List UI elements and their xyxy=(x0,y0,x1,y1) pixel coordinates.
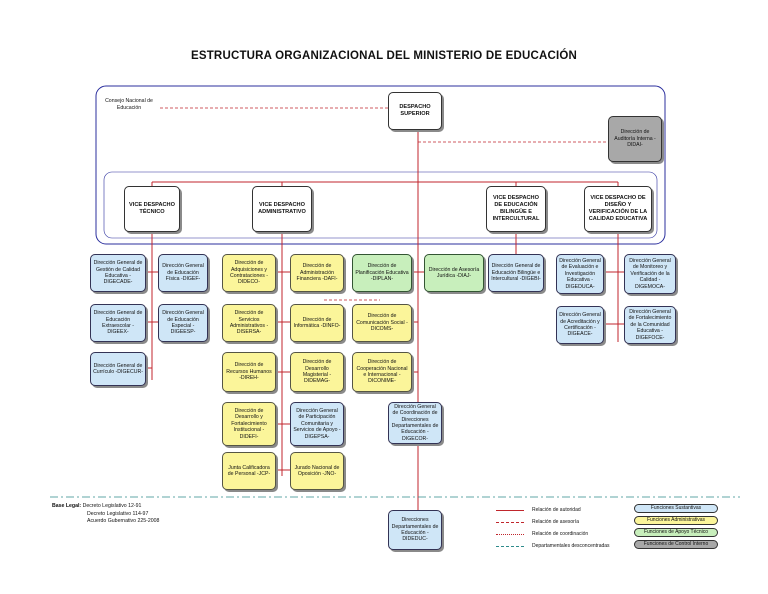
legend-pill-apoyo: Funciones de Apoyo Técnico xyxy=(634,528,718,537)
org-unit-digeduca: Dirección General de Evaluación e Invest… xyxy=(556,254,604,294)
org-unit-digecur: Dirección General de Currículo -DIGECUR- xyxy=(90,352,146,386)
org-unit-dafi: Dirección de Administración Financiera -… xyxy=(290,254,344,292)
legend-label-authority: Relación de autoridad xyxy=(532,507,581,513)
org-unit-vice-diseno: VICE DESPACHO DE DISEÑO Y VERIFICACIÓN D… xyxy=(584,186,652,232)
legal-line: Decreto Legislativo 12-91 xyxy=(82,503,142,509)
org-unit-dicoms: Dirección de Comunicación Social -DICOMS… xyxy=(352,304,412,342)
org-unit-digepsa: Dirección General de Participación Comun… xyxy=(290,402,344,446)
org-unit-dinfo: Dirección de Informática -DINFO- xyxy=(290,304,344,342)
legend-line-departmental xyxy=(496,546,524,547)
org-unit-digefoce: Dirección General de Fortalecimiento de … xyxy=(624,306,676,344)
org-unit-vice-administrativo: VICE DESPACHO ADMINISTRATIVO xyxy=(252,186,312,232)
org-unit-digecor: Dirección General de Coordinación de Dir… xyxy=(388,402,442,444)
org-unit-digeex: Dirección General de Educación Extraesco… xyxy=(90,304,146,342)
legal-line: Acuerdo Gubernativo 225-2008 xyxy=(87,518,160,525)
org-unit-digecade: Dirección General de Gestión de Calidad … xyxy=(90,254,146,292)
org-unit-dideduc: Direcciones Departamentales de Educación… xyxy=(388,510,442,550)
org-unit-jcp: Junta Calificadora de Personal -JCP- xyxy=(222,452,276,490)
org-unit-digeace: Dirección General de Acreditación y Cert… xyxy=(556,306,604,344)
legend-label-advisory: Relación de asesoría xyxy=(532,519,579,525)
org-unit-consejo: Consejo Nacional de Educación xyxy=(105,98,153,111)
org-unit-digebi: Dirección General de Educación Bilingüe … xyxy=(488,254,544,292)
legal-label: Base Legal: xyxy=(52,503,82,509)
org-unit-diplan: Dirección de Planificación Educativa -DI… xyxy=(352,254,412,292)
org-unit-despacho-superior: DESPACHO SUPERIOR xyxy=(388,92,442,130)
org-unit-diconime: Dirección de Cooperación Nacional e Inte… xyxy=(352,352,412,392)
legend-label-coordination: Relación de coordinación xyxy=(532,531,589,537)
org-unit-diaj: Dirección de Asesoría Jurídica -DIAJ- xyxy=(424,254,484,292)
org-unit-auditoria: Dirección de Auditoría Interna -DIDAI- xyxy=(608,116,662,162)
org-unit-direh: Dirección de Recursos Humanos -DIREH- xyxy=(222,352,276,392)
org-unit-digeesp: Dirección General de Educación Especial … xyxy=(158,304,208,342)
chart-title: ESTRUCTURA ORGANIZACIONAL DEL MINISTERIO… xyxy=(190,50,578,62)
org-unit-dideco: Dirección de Adquisiciones y Contratacio… xyxy=(222,254,276,292)
org-unit-didefi: Dirección de Desarrollo y Fortalecimient… xyxy=(222,402,276,446)
legal-basis: Base Legal: Decreto Legislativo 12-91 De… xyxy=(52,503,159,526)
legend-label-departmental: Departamentales desconcentradas xyxy=(532,543,610,549)
legend-pill-administrativas: Funciones Administrativas xyxy=(634,516,718,525)
legend-pill-control: Funciones de Control Interno xyxy=(634,540,718,549)
legend-line-coordination xyxy=(496,534,524,535)
legend-pill-sustantivas: Funciones Sustantivas xyxy=(634,504,718,513)
org-unit-digemoca: Dirección General de Monitoreo y Verific… xyxy=(624,254,676,294)
org-unit-jno: Jurado Nacional de Oposición -JNO- xyxy=(290,452,344,490)
org-unit-didemag: Dirección de Desarrollo Magisterial -DID… xyxy=(290,352,344,392)
legend-line-authority xyxy=(496,510,524,511)
legend-line-advisory xyxy=(496,522,524,523)
org-unit-vice-bilingue: VICE DESPACHO DE EDUCACIÓN BILINGÜE E IN… xyxy=(486,186,546,232)
legal-line: Decreto Legislativo 114-97 xyxy=(87,510,149,517)
org-unit-disersa: Dirección de Servicios Administrativos -… xyxy=(222,304,276,342)
org-unit-vice-tecnico: VICE DESPACHO TÉCNICO xyxy=(124,186,180,232)
org-unit-digef: Dirección General de Educación Física -D… xyxy=(158,254,208,292)
